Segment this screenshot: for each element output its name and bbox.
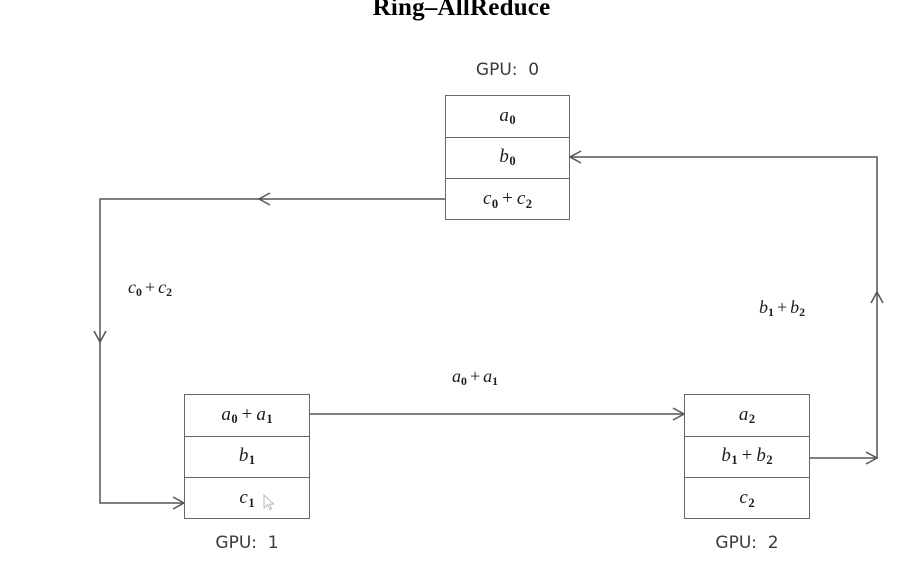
gpu-label-1: GPU: 1 bbox=[215, 533, 279, 553]
gpu0-row-c-value: c0+c2 bbox=[482, 188, 533, 211]
gpu2-row-b-value: b1+b2 bbox=[721, 445, 773, 468]
edge-label-gpu1-gpu2: a0+a1 bbox=[452, 366, 499, 388]
gpu0-row-b: b0 bbox=[446, 138, 569, 180]
gpu0-row-b-value: b0 bbox=[499, 146, 516, 169]
gpu2-row-c-value: c2 bbox=[739, 487, 755, 510]
gpu0-row-c: c0+c2 bbox=[446, 179, 569, 221]
gpu-node-1[interactable]: a0+a1 b1 c1 bbox=[184, 394, 310, 519]
gpu-node-0[interactable]: a0 b0 c0+c2 bbox=[445, 95, 570, 220]
edge-path-gpu1-gpu2 bbox=[310, 407, 686, 421]
gpu2-row-a: a2 bbox=[685, 395, 809, 437]
gpu0-row-a-value: a0 bbox=[499, 104, 516, 127]
gpu1-row-b-value: b1 bbox=[238, 445, 256, 468]
gpu-node-2[interactable]: a2 b1+b2 c2 bbox=[684, 394, 810, 519]
edge-label-gpu0-gpu1: c0+c2 bbox=[128, 277, 173, 299]
edge-path-gpu2-gpu0 bbox=[568, 150, 884, 465]
gpu0-row-a: a0 bbox=[446, 96, 569, 138]
gpu-label-2: GPU: 2 bbox=[715, 533, 779, 553]
gpu1-row-a: a0+a1 bbox=[185, 395, 309, 437]
gpu2-row-b: b1+b2 bbox=[685, 437, 809, 479]
page-title: Ring–AllReduce bbox=[372, 0, 551, 21]
gpu1-row-a-value: a0+a1 bbox=[221, 403, 273, 426]
gpu2-row-c: c2 bbox=[685, 478, 809, 520]
gpu2-row-a-value: a2 bbox=[738, 403, 756, 426]
gpu1-row-b: b1 bbox=[185, 437, 309, 479]
gpu1-row-c-value: c1 bbox=[239, 487, 255, 510]
mouse-cursor-icon bbox=[263, 494, 275, 511]
gpu1-row-c: c1 bbox=[185, 478, 309, 520]
edge-label-gpu2-gpu0: b1+b2 bbox=[759, 297, 806, 319]
gpu-label-0: GPU: 0 bbox=[475, 60, 540, 80]
